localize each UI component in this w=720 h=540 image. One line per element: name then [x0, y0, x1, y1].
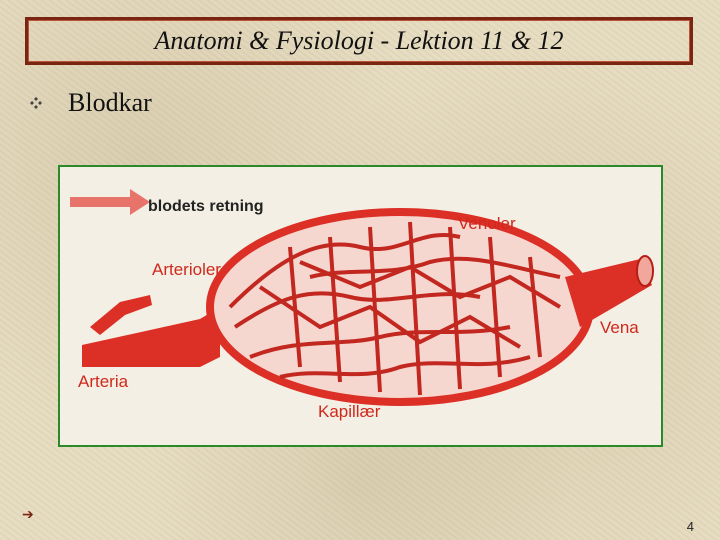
label-vena: Vena: [600, 318, 639, 337]
label-kapillaer: Kapillær: [318, 402, 381, 421]
direction-arrow-icon: [70, 189, 150, 215]
artery-branch: [90, 295, 152, 335]
blood-vessel-figure: blodets retning Venoler Arterioler: [58, 165, 663, 447]
title-box: Anatomi & Fysiologi - Lektion 11 & 12: [25, 17, 693, 65]
vein-opening: [636, 255, 654, 287]
bullet-text: Blodkar: [68, 88, 152, 117]
right-arrow-icon: ➔: [22, 508, 34, 523]
slide-title: Anatomi & Fysiologi - Lektion 11 & 12: [154, 26, 564, 55]
vein-vessel: [565, 259, 652, 327]
direction-label: blodets retning: [148, 198, 264, 215]
bullet-item: Blodkar: [30, 88, 152, 118]
label-arteria: Arteria: [78, 372, 129, 391]
four-diamond-bullet-icon: [30, 97, 42, 109]
vessel-network-diagram: blodets retning Venoler Arterioler: [70, 189, 654, 421]
artery-vessel: [82, 307, 220, 367]
page-number: 4: [686, 519, 694, 534]
label-venoler: Venoler: [458, 214, 516, 233]
capillary-network: [228, 221, 562, 396]
label-arterioler: Arterioler: [152, 260, 221, 279]
